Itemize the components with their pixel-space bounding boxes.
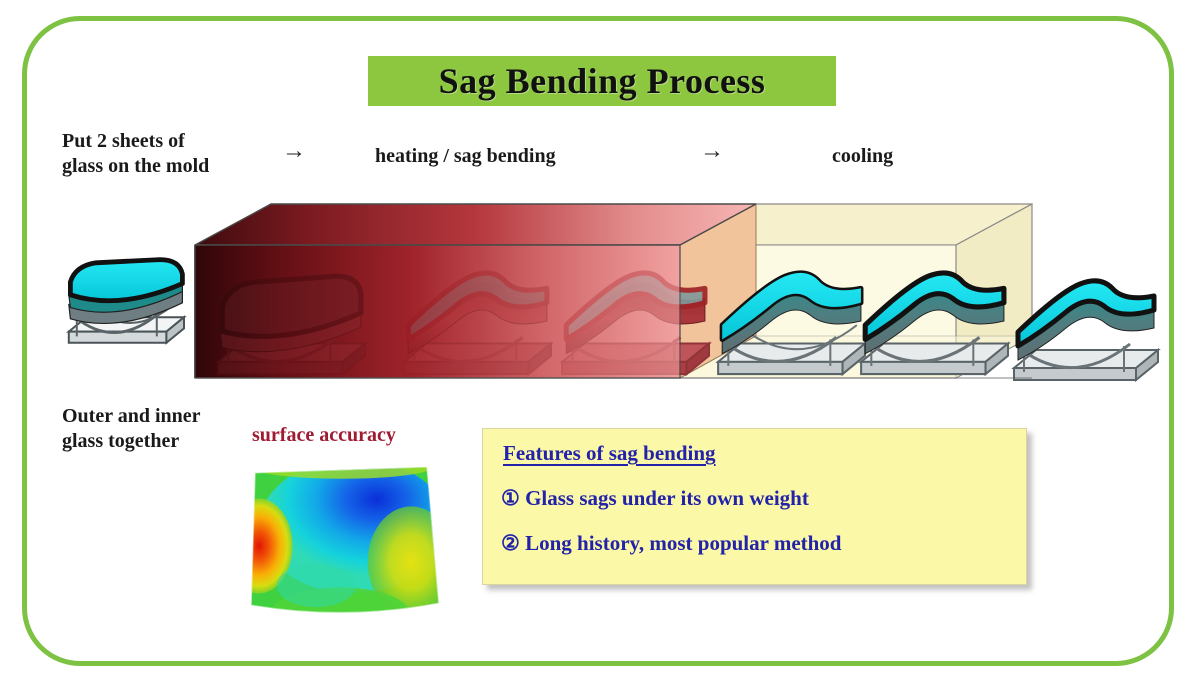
- arrow-right-icon-1: →: [282, 138, 306, 164]
- label-outer-inner-glass-line1: Outer and inner: [62, 405, 201, 427]
- features-item-2: ② Long history, most popular method: [501, 531, 842, 555]
- mold-flat-glass-start: [65, 257, 187, 345]
- features-item-1: ① Glass sags under its own weight: [501, 486, 809, 510]
- label-surface-accuracy: surface accuracy: [252, 424, 396, 446]
- stage-label-put-glass: Put 2 sheets of glass on the mold: [62, 129, 292, 179]
- stage-label-cooling: cooling: [832, 145, 894, 167]
- bent-glass-sheet: [719, 270, 864, 355]
- mold-group-cooling: [715, 270, 1161, 383]
- title-banner: Sag Bending Process: [368, 56, 836, 106]
- label-outer-inner-glass-line2: glass together: [62, 430, 180, 452]
- label-outer-inner-glass: Outer and inner glass together: [62, 404, 292, 454]
- features-callout-box: Features of sag bending ① Glass sags und…: [482, 428, 1027, 585]
- page-title: Sag Bending Process: [438, 61, 766, 101]
- stage-label-put-glass-line2: glass on the mold: [62, 155, 210, 177]
- mold-frame: [715, 324, 868, 377]
- stage-label-put-glass-line1: Put 2 sheets of: [62, 130, 185, 152]
- surface-accuracy-heatmap: [250, 466, 440, 614]
- furnace-front-glass-pane: [194, 244, 681, 379]
- arrow-right-icon-2: →: [700, 138, 724, 164]
- features-heading: Features of sag bending: [503, 441, 716, 465]
- stage-label-heating: heating / sag bending: [375, 145, 556, 167]
